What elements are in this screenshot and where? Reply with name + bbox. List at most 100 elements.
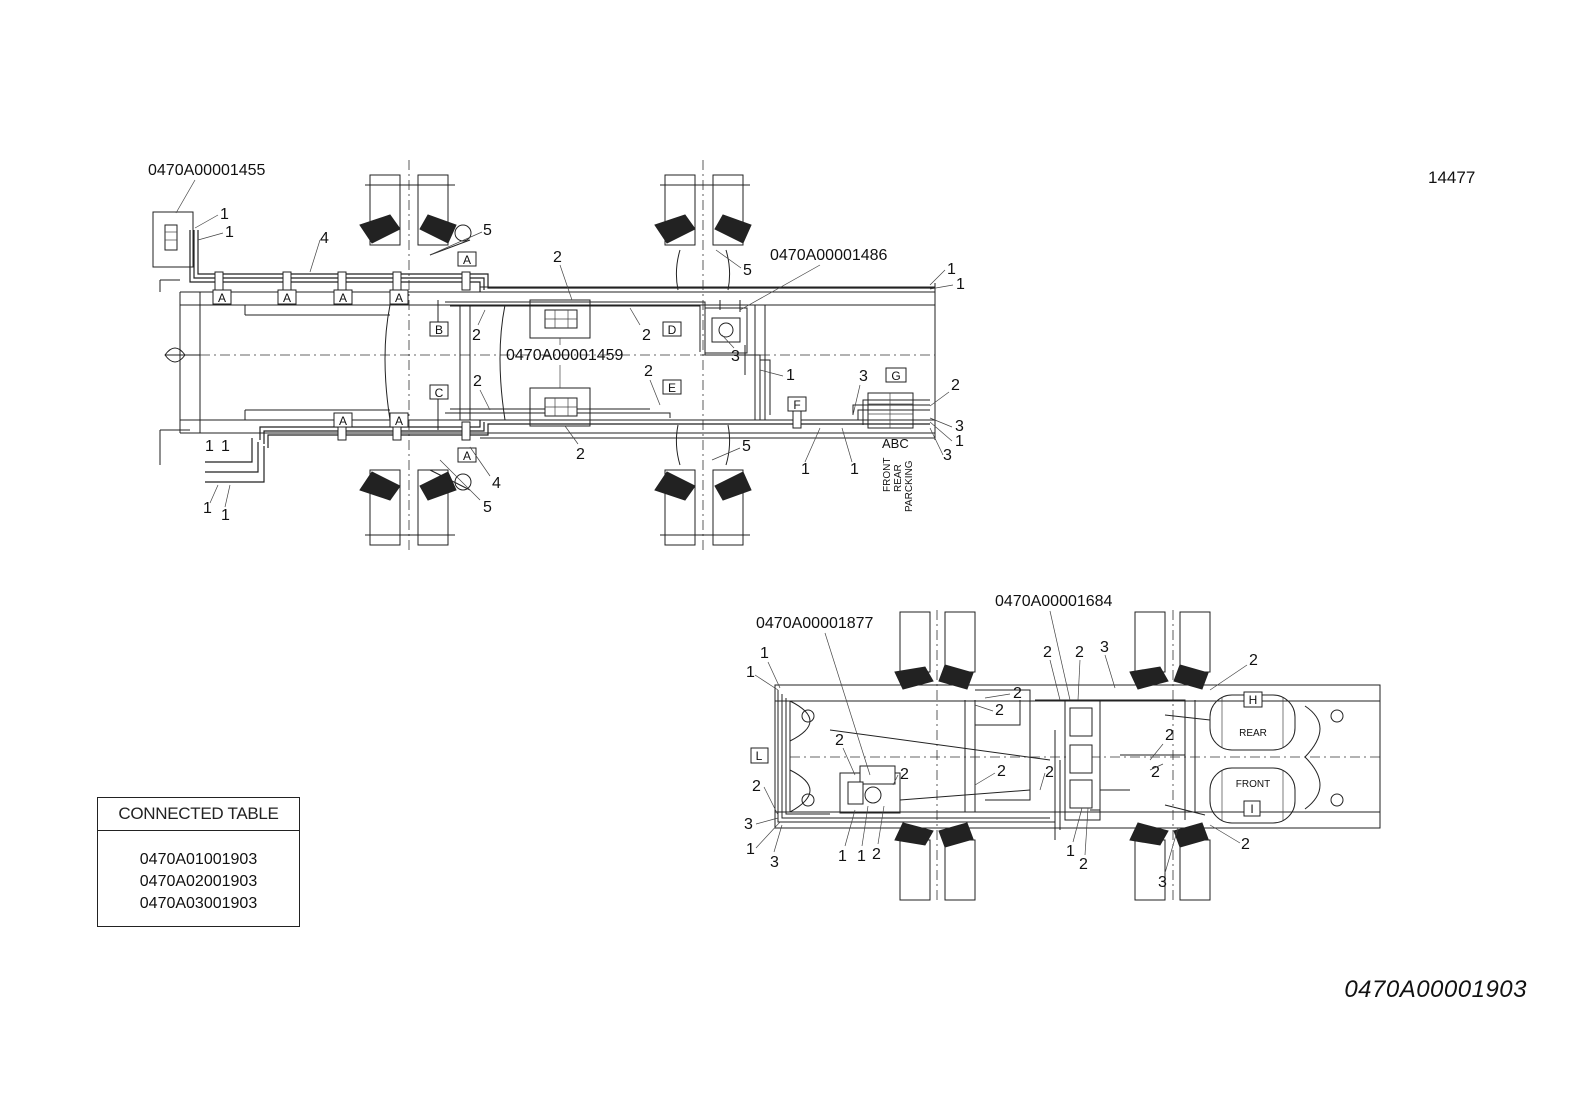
tank-label-front: FRONT — [1236, 779, 1270, 790]
connected-table: CONNECTED TABLE 0470A01001903 0470A02001… — [97, 797, 300, 927]
part-number-0470A00001486: 0470A00001486 — [770, 247, 888, 264]
svg-text:4: 4 — [492, 475, 501, 492]
svg-text:1: 1 — [203, 500, 212, 517]
svg-text:E: E — [668, 381, 676, 395]
letter-box-a8: A — [457, 447, 477, 463]
svg-text:1: 1 — [955, 433, 964, 450]
svg-text:A: A — [339, 414, 347, 428]
svg-text:2: 2 — [553, 249, 562, 266]
valve-0470A00001877 — [839, 765, 901, 814]
port-label-rear: REAR — [893, 464, 904, 492]
svg-text:3: 3 — [731, 348, 740, 365]
part-number-0470A00001684: 0470A00001684 — [995, 593, 1113, 610]
callouts-top: 1 1 4 5 2 2 2 5 1 1 3 1 2 2 3 2 3 1 3 1 … — [203, 206, 965, 524]
svg-text:3: 3 — [770, 854, 779, 871]
svg-text:2: 2 — [576, 446, 585, 463]
svg-text:1: 1 — [857, 848, 866, 865]
svg-text:1: 1 — [221, 507, 230, 524]
letter-box-e: E — [662, 379, 682, 395]
svg-text:I: I — [1250, 802, 1253, 816]
svg-text:2: 2 — [1075, 644, 1084, 661]
abc-label: ABC — [882, 436, 909, 451]
svg-text:A: A — [395, 414, 403, 428]
pipe-runs-top — [189, 230, 935, 491]
svg-text:5: 5 — [743, 262, 752, 279]
air-tank-front: FRONT — [1209, 767, 1296, 824]
connector-block-abc — [867, 392, 914, 429]
svg-text:2: 2 — [1045, 764, 1054, 781]
svg-text:1: 1 — [786, 367, 795, 384]
valve-0470A00001486 — [704, 307, 748, 354]
svg-text:A: A — [339, 291, 347, 305]
svg-text:2: 2 — [642, 327, 651, 344]
svg-text:2: 2 — [1151, 764, 1160, 781]
svg-text:3: 3 — [744, 816, 753, 833]
frame-rails — [159, 279, 936, 465]
svg-text:2: 2 — [1249, 652, 1258, 669]
letter-box-g: G — [885, 367, 907, 383]
svg-text:D: D — [668, 323, 677, 337]
svg-text:5: 5 — [483, 222, 492, 239]
svg-text:4: 4 — [320, 230, 329, 247]
svg-text:2: 2 — [1079, 856, 1088, 873]
svg-text:A: A — [463, 449, 471, 463]
relay-valve-front — [529, 299, 591, 339]
drawing-id: 0470A00001903 — [1344, 976, 1527, 1003]
svg-text:2: 2 — [997, 763, 1006, 780]
svg-text:A: A — [463, 253, 471, 267]
svg-text:5: 5 — [742, 438, 751, 455]
valve-0470A00001684 — [1064, 699, 1101, 821]
svg-text:1: 1 — [947, 261, 956, 278]
part-number-0470A00001877: 0470A00001877 — [756, 615, 874, 632]
letter-box-f: F — [787, 396, 807, 412]
letter-box-a5: A — [457, 251, 477, 267]
connected-table-rows: 0470A01001903 0470A02001903 0470A0300190… — [98, 831, 299, 915]
svg-text:2: 2 — [472, 327, 481, 344]
letter-box-a1: A — [212, 289, 232, 305]
letter-box-l: L — [750, 747, 769, 764]
port-label-front: FRONT — [882, 458, 893, 492]
svg-text:3: 3 — [1158, 874, 1167, 891]
svg-text:2: 2 — [1013, 685, 1022, 702]
svg-text:1: 1 — [760, 645, 769, 662]
svg-text:3: 3 — [943, 447, 952, 464]
connected-table-title: CONNECTED TABLE — [98, 798, 299, 831]
svg-text:2: 2 — [644, 363, 653, 380]
svg-text:1: 1 — [956, 276, 965, 293]
svg-text:B: B — [435, 323, 443, 337]
letter-box-i: I — [1243, 800, 1261, 817]
connected-table-row: 0470A02001903 — [139, 873, 258, 890]
connected-table-row: 0470A03001903 — [139, 895, 258, 912]
letter-box-d: D — [662, 321, 682, 337]
rear-axle-wheels — [654, 160, 752, 550]
sheet-number: 14477 — [1428, 168, 1476, 187]
svg-text:3: 3 — [955, 418, 964, 435]
svg-text:2: 2 — [1043, 644, 1052, 661]
svg-text:1: 1 — [746, 841, 755, 858]
svg-text:1: 1 — [1066, 843, 1075, 860]
svg-text:2: 2 — [900, 766, 909, 783]
svg-text:H: H — [1249, 693, 1258, 707]
callouts-bottom: 1 1 2 2 3 2 2 2 2 2 2 2 2 2 2 3 1 3 1 1 … — [744, 639, 1258, 891]
callout-leaders-top — [194, 214, 954, 508]
pipe-runs-bottom — [777, 689, 1211, 840]
relay-valve-rear — [529, 387, 591, 427]
svg-text:2: 2 — [872, 846, 881, 863]
svg-text:A: A — [218, 291, 226, 305]
part-number-0470A00001455: 0470A00001455 — [148, 162, 266, 179]
svg-text:1: 1 — [205, 438, 214, 455]
letter-box-a6: A — [333, 412, 353, 428]
svg-text:2: 2 — [1165, 727, 1174, 744]
svg-text:5: 5 — [483, 499, 492, 516]
letter-box-a4: A — [389, 289, 409, 305]
svg-text:3: 3 — [859, 368, 868, 385]
port-label-parking: PARCKING — [904, 460, 915, 512]
svg-text:2: 2 — [1241, 836, 1250, 853]
rear-axle-1-wheels — [894, 610, 976, 901]
letter-box-a3: A — [333, 289, 353, 305]
svg-text:2: 2 — [473, 373, 482, 390]
svg-text:1: 1 — [850, 461, 859, 478]
svg-text:1: 1 — [838, 848, 847, 865]
svg-text:1: 1 — [801, 461, 810, 478]
